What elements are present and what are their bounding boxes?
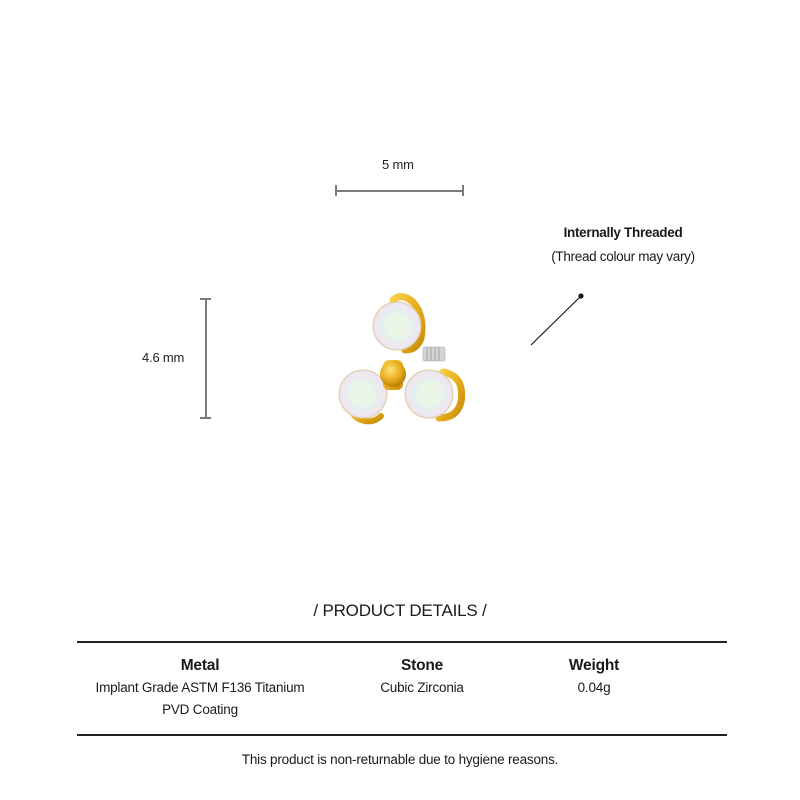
returns-policy-note: This product is non-returnable due to hy… — [241, 752, 559, 767]
stone-value: Cubic Zirconia — [380, 680, 464, 695]
weight-heading: Weight — [568, 657, 620, 674]
details-column-metal: Metal Implant Grade ASTM F136 Titanium P… — [70, 655, 330, 721]
thread-callout-subtitle: (Thread colour may vary) — [551, 249, 695, 264]
product-details-title: / PRODUCT DETAILS / — [313, 601, 487, 620]
thread-callout-title: Internally Threaded — [563, 225, 683, 240]
height-dimension-label: 4.6 mm — [142, 350, 185, 365]
metal-heading: Metal — [180, 657, 220, 674]
details-column-stone: Stone Cubic Zirconia — [342, 655, 502, 699]
details-column-weight: Weight 0.04g — [534, 655, 654, 699]
weight-value: 0.04g — [577, 680, 611, 695]
metal-value-line-1: Implant Grade ASTM F136 Titanium — [95, 680, 305, 695]
callout-pointer-line — [530, 293, 584, 346]
details-top-divider — [77, 641, 727, 643]
thread-post — [422, 346, 446, 362]
stone-heading: Stone — [400, 657, 444, 674]
metal-value-line-2: PVD Coating — [162, 702, 238, 717]
product-image — [338, 293, 466, 425]
details-bottom-divider — [77, 734, 727, 736]
width-dimension-label: 5 mm — [382, 157, 414, 172]
